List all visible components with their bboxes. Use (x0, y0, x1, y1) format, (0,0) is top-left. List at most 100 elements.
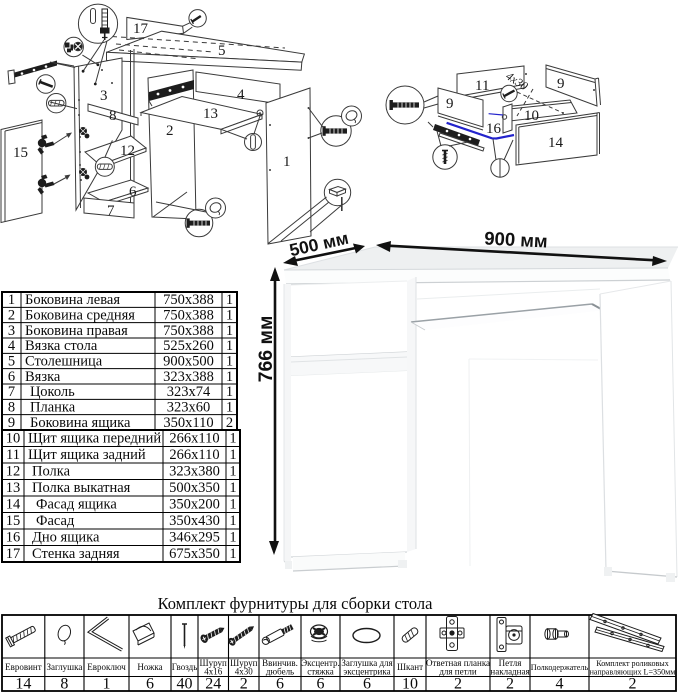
svg-text:1: 1 (229, 530, 236, 546)
svg-text:Ввинчив.: Ввинчив. (262, 658, 298, 668)
svg-text:14: 14 (548, 135, 564, 151)
svg-text:13: 13 (203, 106, 218, 122)
svg-text:Полка: Полка (32, 464, 71, 480)
svg-text:10: 10 (402, 676, 418, 693)
svg-text:Заглушка: Заглушка (46, 662, 82, 672)
svg-text:266х110: 266х110 (169, 431, 219, 447)
svg-text:Боковина ящика: Боковина ящика (30, 415, 131, 431)
svg-text:323х388: 323х388 (163, 369, 214, 385)
svg-text:14: 14 (6, 497, 21, 513)
svg-text:40: 40 (177, 676, 193, 693)
svg-text:2: 2 (240, 676, 248, 693)
svg-text:Дно ящика: Дно ящика (32, 530, 100, 546)
svg-text:16: 16 (6, 530, 21, 546)
svg-text:4х16: 4х16 (204, 667, 223, 677)
svg-text:1: 1 (229, 464, 236, 480)
svg-text:1: 1 (229, 497, 236, 513)
svg-text:14: 14 (15, 676, 31, 693)
svg-text:675х350: 675х350 (169, 546, 220, 562)
svg-text:направляющих L=350мм: направляющих L=350мм (590, 668, 676, 677)
svg-text:8: 8 (60, 676, 68, 693)
svg-text:9: 9 (557, 76, 565, 92)
svg-text:16: 16 (486, 121, 502, 137)
svg-text:Щит ящика передний: Щит ящика передний (28, 431, 161, 447)
svg-text:дюбель: дюбель (266, 667, 294, 677)
svg-text:13: 13 (6, 480, 21, 496)
svg-text:2: 2 (629, 676, 637, 693)
svg-text:Ответная планка: Ответная планка (426, 658, 490, 668)
svg-text:Шкант: Шкант (397, 662, 423, 672)
svg-text:11: 11 (6, 447, 20, 463)
svg-text:Шуруп: Шуруп (200, 658, 227, 668)
svg-text:1: 1 (226, 292, 233, 308)
svg-text:24: 24 (205, 676, 221, 693)
svg-text:1: 1 (226, 353, 233, 369)
svg-text:9: 9 (8, 415, 15, 431)
svg-text:750х388: 750х388 (163, 307, 214, 323)
svg-text:350х110: 350х110 (163, 415, 213, 431)
svg-text:1: 1 (229, 546, 236, 562)
svg-text:стяжка: стяжка (307, 667, 333, 677)
svg-text:Петля: Петля (499, 658, 522, 668)
svg-text:4х30: 4х30 (235, 667, 254, 677)
svg-text:1: 1 (8, 292, 15, 308)
svg-text:Планка: Планка (30, 399, 76, 415)
svg-text:15: 15 (6, 513, 21, 529)
svg-text:12: 12 (120, 143, 135, 159)
svg-text:1: 1 (229, 480, 236, 496)
svg-text:4: 4 (8, 338, 16, 354)
svg-text:17: 17 (133, 21, 149, 37)
svg-text:Боковина правая: Боковина правая (25, 323, 128, 339)
svg-text:Вязка: Вязка (25, 369, 61, 385)
svg-text:Шуруп: Шуруп (230, 658, 257, 668)
svg-text:8: 8 (109, 108, 117, 124)
svg-text:Полкодержатель: Полкодержатель (531, 663, 589, 672)
svg-text:эксцентрика: эксцентрика (343, 667, 390, 677)
svg-text:350х200: 350х200 (169, 497, 220, 513)
svg-text:17: 17 (6, 546, 21, 562)
svg-text:Евровинт: Евровинт (5, 662, 42, 672)
svg-text:2: 2 (454, 676, 462, 693)
svg-text:Комплект роликовых: Комплект роликовых (596, 659, 669, 668)
svg-text:1: 1 (226, 399, 233, 415)
svg-text:2: 2 (226, 415, 233, 431)
svg-text:4: 4 (556, 676, 564, 693)
svg-text:11: 11 (475, 78, 489, 94)
svg-text:1: 1 (283, 154, 291, 170)
svg-text:Щит ящика задний: Щит ящика задний (28, 447, 146, 463)
svg-text:5: 5 (218, 43, 226, 59)
svg-text:323х380: 323х380 (169, 464, 220, 480)
svg-text:1: 1 (226, 307, 233, 323)
svg-text:346х295: 346х295 (169, 530, 220, 546)
svg-text:3: 3 (8, 323, 15, 339)
svg-text:6: 6 (317, 676, 325, 693)
svg-text:12: 12 (6, 464, 21, 480)
svg-text:Евроключ: Евроключ (87, 662, 126, 672)
svg-text:Столешница: Столешница (25, 353, 103, 369)
svg-text:Ножка: Ножка (137, 662, 162, 672)
svg-text:1: 1 (226, 323, 233, 339)
svg-text:8: 8 (8, 399, 15, 415)
svg-text:Фасад: Фасад (36, 513, 75, 529)
svg-text:6: 6 (276, 676, 284, 693)
svg-text:350х430: 350х430 (169, 513, 220, 529)
svg-text:750х388: 750х388 (163, 292, 214, 308)
svg-text:750х388: 750х388 (163, 323, 214, 339)
svg-text:Боковина средняя: Боковина средняя (25, 307, 135, 323)
svg-text:1: 1 (103, 676, 111, 693)
svg-text:900х500: 900х500 (163, 353, 214, 369)
svg-text:766 мм: 766 мм (255, 316, 277, 383)
svg-text:1: 1 (226, 369, 233, 385)
svg-text:6: 6 (8, 369, 15, 385)
svg-text:1: 1 (229, 513, 236, 529)
svg-text:6: 6 (363, 676, 371, 693)
svg-text:1: 1 (226, 384, 233, 400)
svg-text:Заглушка для: Заглушка для (341, 658, 392, 668)
svg-text:для петли: для петли (439, 667, 476, 677)
svg-text:Комплект фурнитуры для сборки: Комплект фурнитуры для сборки стола (158, 594, 434, 613)
svg-text:525х260: 525х260 (163, 338, 214, 354)
svg-text:9: 9 (446, 96, 454, 112)
svg-text:Эксцентр.: Эксцентр. (301, 658, 340, 668)
svg-text:2: 2 (506, 676, 514, 693)
svg-text:1: 1 (229, 447, 236, 463)
